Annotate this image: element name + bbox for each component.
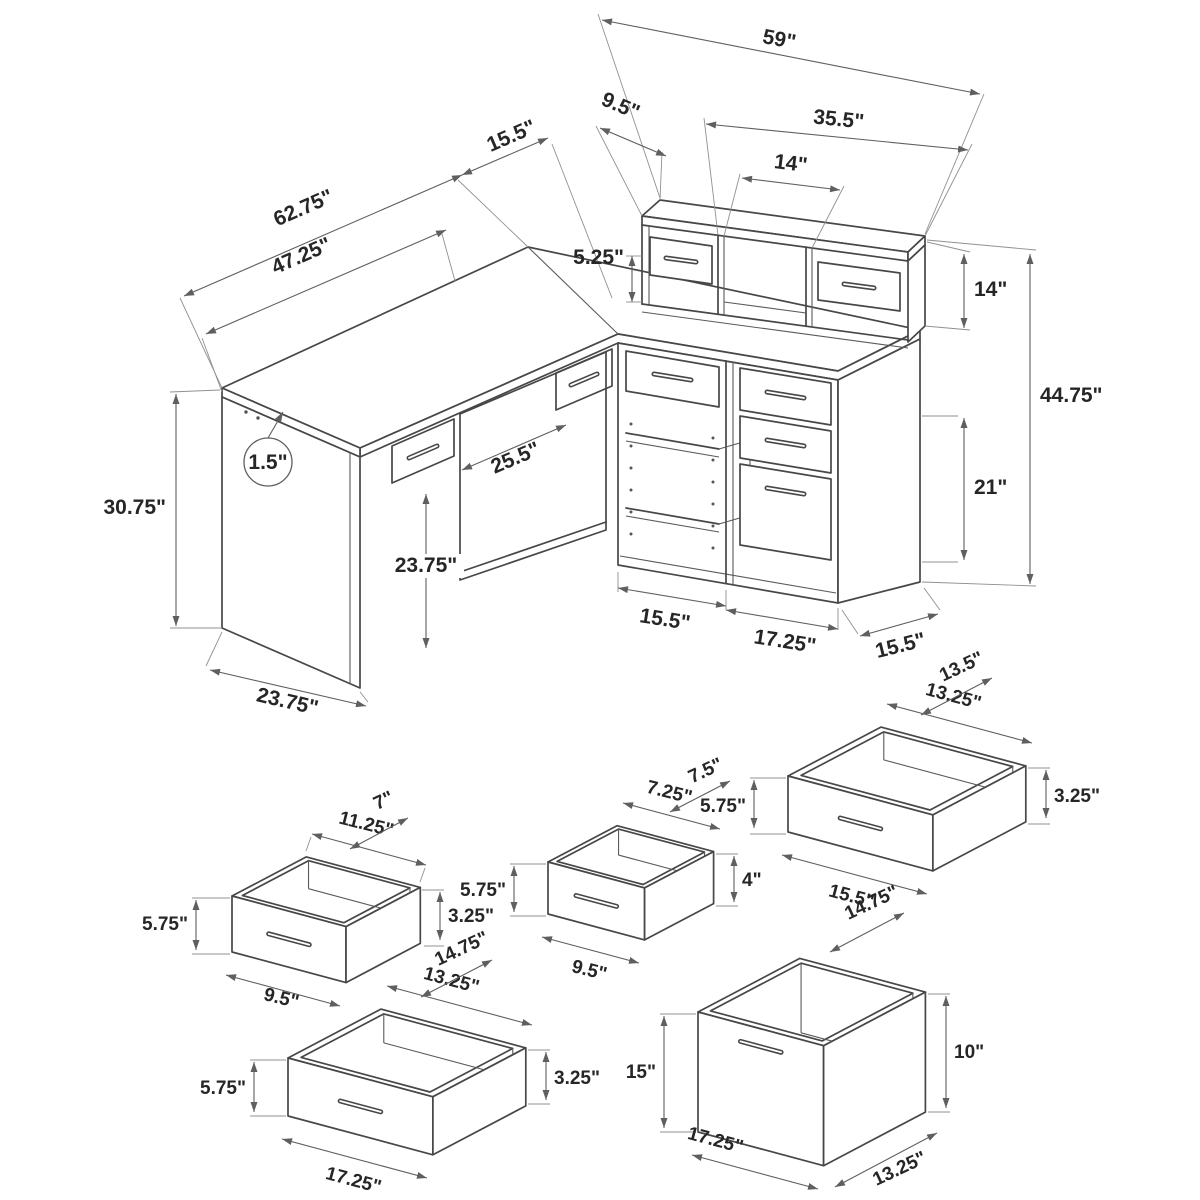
drawer-inner-rim [556,828,706,886]
dim-front_width: 9.5" [225,974,341,1013]
right-cabinet [617,338,921,604]
dim-label: 3.25" [1054,786,1100,807]
dim-front_height: 4" [716,853,762,907]
dim-label: 15.5" [484,115,540,156]
dim-label: 7" [370,787,397,814]
drawer-side-face [932,765,1027,872]
dim-label: 62.75" [270,185,337,231]
dim-label: 15" [626,1062,656,1083]
dim-label: 7.5" [685,754,726,788]
dim-label: 9.5" [570,956,609,985]
dim-label: 5.75" [460,880,506,901]
dim-total-height: 44.75" [921,239,1103,587]
dim-label: 10" [954,1042,984,1063]
dim-front_height: 3.25" [422,889,494,947]
dim-label: 9.5" [598,88,643,124]
dim-hutch-cubby: 14" [723,150,845,249]
desk-drawing [221,199,926,689]
dim-hutch-width: 59" [597,13,985,235]
drawer-detail-4: 13.25"14.75"5.75"3.25"17.25" [200,928,600,1199]
dim-label: 5.25" [573,246,624,269]
dim-label: 25.5" [488,437,544,478]
dim-label: 15.5" [638,604,692,635]
under-desk-drawer-left [391,418,455,484]
dim-label: 47.25" [268,233,335,279]
dim-label: 14.75" [432,928,492,971]
dim-front_width: 9.5" [541,936,640,985]
dim-label: 17.25" [323,1163,383,1198]
dim-hutch-opening-height: 5.25" [573,246,642,303]
dim-label: 13.5" [936,648,987,686]
dim-label: 4" [742,870,762,891]
dim-front_height: 10" [928,993,984,1113]
dim-cabinet-right-width: 17.25" [725,608,839,658]
dim-front_height: 3.25" [528,1049,600,1105]
dim-label: 14" [974,278,1007,301]
dim-hutch-height: 14" [924,241,1007,331]
drawer-detail-2: 7.25"7.5"5.75"4"9.5" [460,754,762,985]
under-desk-drawer-corner [555,348,613,411]
dim-label: 1.5" [248,451,287,474]
dim-back_height: 5.75" [200,1059,286,1117]
dim-label: 35.5" [812,105,865,133]
hutch [641,199,926,349]
dim-label: 14" [773,150,809,177]
dim-label: 3.25" [554,1068,600,1089]
dim-label: 3.25" [448,906,494,927]
dim-front_height: 3.25" [1028,767,1100,825]
dim-hutch-right-width: 35.5" [703,105,973,237]
dim-label: 21" [974,476,1007,499]
dim-label: 17.25" [752,625,817,657]
dim-desk-height: 30.75" [103,389,222,629]
dim-back_height: 15" [626,1013,696,1133]
dim-label: 5.75" [200,1078,246,1099]
dim-label: 11.25" [337,808,396,842]
dim-hutch-depth: 9.5" [595,88,667,217]
dim-back_width: 13.25" [886,679,1033,744]
dim-cabinet-depth: 15.5" [841,587,941,663]
drawer-detail-3: 13.25"13.5"5.75"3.25"15.5" [700,648,1100,913]
dim-cabinet-drawer-height: 21" [922,415,1007,563]
dim-label: 13.25" [870,1148,930,1191]
dim-back_height: 5.75" [700,777,786,835]
dim-label: 44.75" [1040,384,1103,407]
dim-back_height: 5.75" [142,897,230,955]
dim-label: 15.5" [873,628,928,663]
dim-top-thickness: 1.5" [243,411,293,487]
shelf-peg-holes [629,422,715,550]
drawer-side-face [432,1047,527,1156]
drawer-side-face [643,850,715,941]
cabinet-side [837,338,921,604]
dim-label: 30.75" [103,496,166,519]
drawer-side-face [345,886,422,984]
dim-label: 5.75" [142,914,188,935]
dim-label: 5.75" [700,796,746,817]
dim-label: 9.5" [262,984,301,1013]
dim-back_height: 5.75" [460,863,546,917]
dim-knee-width: 25.5" [461,424,567,479]
dim-label: 59" [761,25,798,54]
drawer-detail-5: 14.75"15"10"17.25"13.25" [626,882,984,1191]
dim-label: 23.75" [254,683,320,719]
drawer-details: 11.25"7"5.75"3.25"9.5"7.25"7.5"5.75"4"9.… [142,648,1100,1198]
dim-label: 23.75" [395,554,458,577]
drawer-side-face [822,991,927,1167]
dim-knee-height: 23.75" [388,494,464,648]
